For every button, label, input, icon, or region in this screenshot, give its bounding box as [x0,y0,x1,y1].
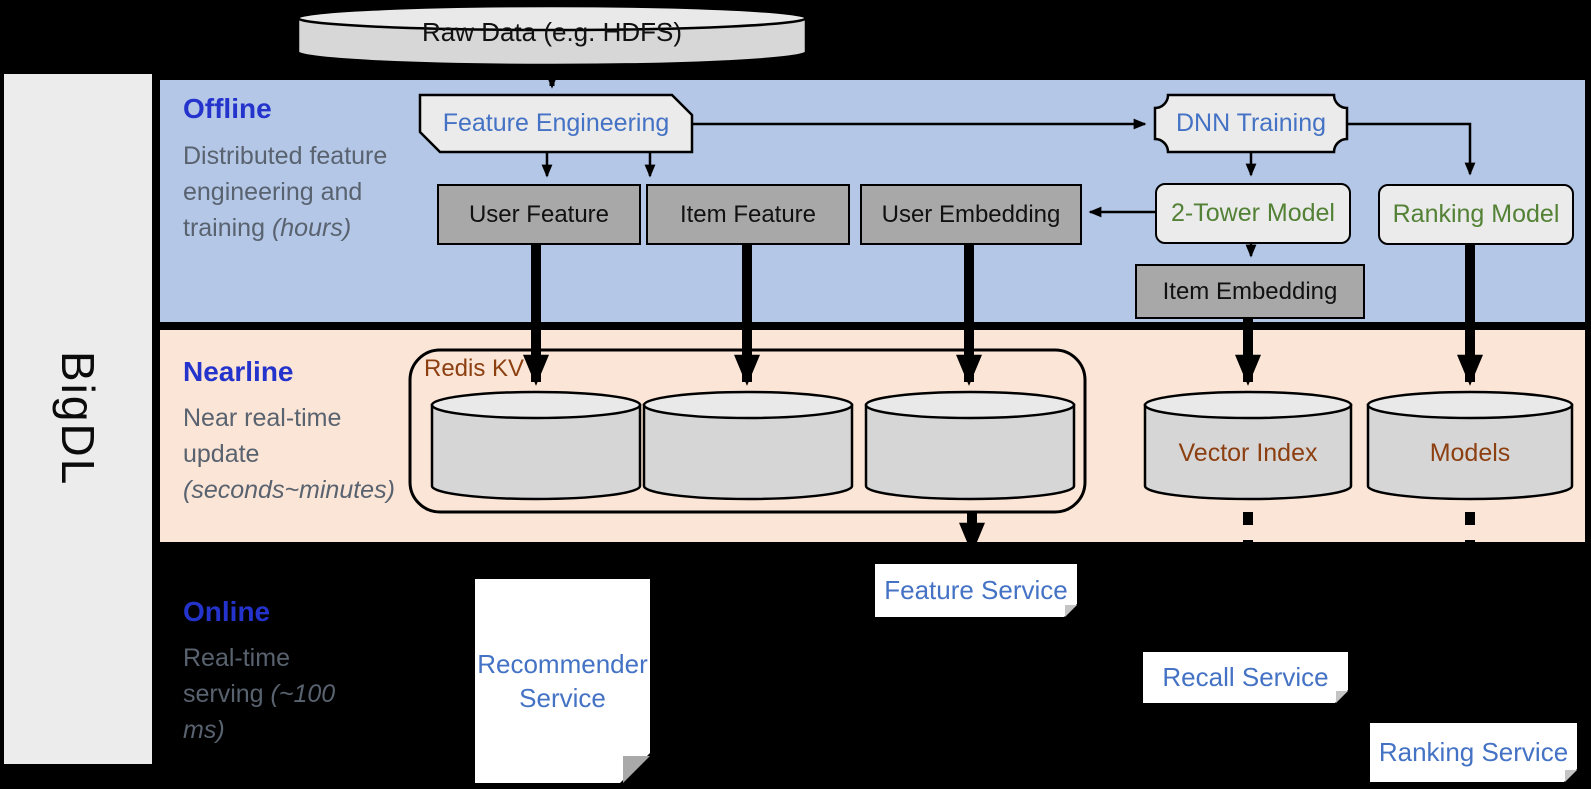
vector-index-cylinder [1143,390,1353,501]
online-title: Online [183,596,271,627]
models-label: Models [1429,438,1511,467]
dnn-training-label: DNN Training [1175,109,1327,137]
arrow-dnn-to-ranking-model [1347,122,1476,176]
user-embedding-node: User Embedding [860,184,1082,245]
online-description-note: (~100 ms) [183,680,336,744]
recall-service-node: Recall Service [1143,652,1349,704]
feature-engineering-label: Feature Engineering [442,109,670,137]
item-feature-node: Item Feature [646,184,850,245]
ranking-service-node: Ranking Service [1370,723,1578,783]
online-description-text: Real-time serving [183,644,290,708]
sidebar: BigDL [4,74,152,764]
offline-description: Distributed feature engineering and trai… [183,138,393,246]
vector-index-label: Vector Index [1178,438,1318,467]
bigdl-logo: BigDL [52,351,104,487]
feature-engineering-shape [418,93,694,154]
redis-cylinder-3 [864,390,1076,501]
redis-cylinder-1 [430,390,642,501]
models-cylinder [1366,390,1574,501]
two-tower-model-node: 2-Tower Model [1155,183,1351,244]
online-description: Real-time serving (~100 ms) [183,640,358,748]
offline-description-note: (hours) [271,214,352,242]
feature-service-node: Feature Service [875,564,1078,618]
nearline-title: Nearline [183,356,294,387]
offline-description-text: Distributed feature engineering and trai… [183,142,388,242]
ranking-model-node: Ranking Model [1378,184,1574,245]
nearline-description-note: (seconds~minutes) [183,476,395,504]
item-embedding-node: Item Embedding [1135,264,1365,319]
raw-data-cylinder [296,4,808,67]
dnn-training-shape [1153,93,1349,154]
recommender-service-node: Recommender Service [475,579,651,784]
offline-title: Offline [183,93,272,124]
nearline-description: Near real-time update (seconds~minutes) [183,400,408,508]
nearline-description-text: Near real-time update [183,404,342,468]
raw-data-label: Raw Data (e.g. HDFS) [421,16,683,47]
redis-kv-label: Redis KV [424,355,525,382]
user-feature-node: User Feature [437,184,641,245]
redis-cylinder-2 [642,390,854,501]
